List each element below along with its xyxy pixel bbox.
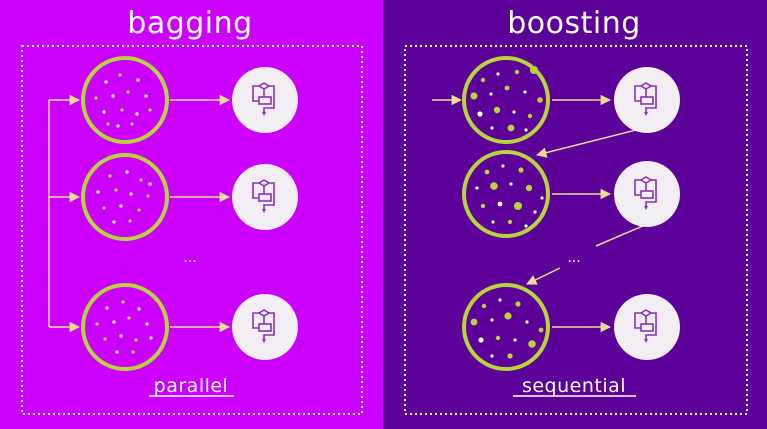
boosting-caption: sequential	[522, 375, 626, 397]
bagging-caption: parallel	[154, 375, 229, 397]
boosting-model-2	[614, 161, 680, 227]
bagging-title: bagging	[127, 6, 252, 41]
bagging-sample-2	[81, 153, 169, 241]
boosting-sample-1	[462, 56, 550, 144]
boosting-sample-1-dots	[470, 66, 543, 132]
bagging-sample-3	[81, 283, 169, 371]
boosting-panel	[383, 0, 767, 429]
bagging-sample-1	[81, 56, 169, 144]
bagging-model-1	[232, 67, 298, 133]
boosting-model-1	[614, 67, 680, 133]
bagging-model-2	[232, 164, 298, 230]
boosting-sample-2	[462, 150, 550, 238]
boosting-sample-2-dots	[475, 164, 544, 228]
boosting-feedback-arrow-1	[535, 125, 653, 158]
boosting-model-3	[614, 294, 680, 360]
boosting-ellipsis: ...	[567, 250, 580, 266]
bagging-border	[21, 45, 363, 415]
bagging-panel	[0, 0, 383, 429]
boosting-sample-3	[462, 283, 550, 371]
bagging-sample-3-dots	[95, 300, 153, 354]
boosting-border	[404, 45, 748, 415]
bagging-model-3	[232, 294, 298, 360]
boosting-feedback-arrow-2	[526, 267, 561, 285]
boosting-sample-3-dots	[470, 298, 544, 359]
bagging-sample-2-dots	[96, 170, 152, 224]
boosting-title: boosting	[507, 6, 641, 41]
bagging-sample-1-dots	[94, 73, 152, 128]
bagging-ellipsis: ...	[183, 250, 196, 266]
